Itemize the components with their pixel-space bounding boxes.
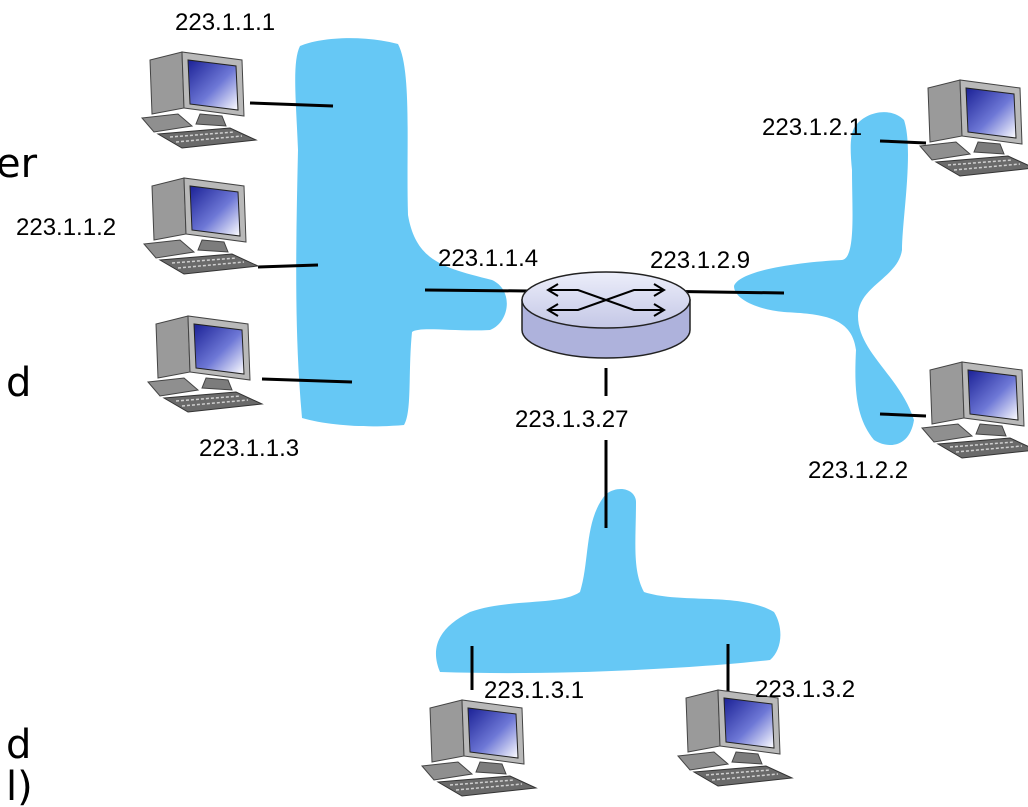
truncated-text-2: d [6,360,31,406]
subnet-3-network [435,488,781,674]
host-address-223-1-2-1: 223.1.2.1 [762,114,862,141]
host-address-223-1-2-2: 223.1.2.2 [808,457,908,484]
computer-icon-host-2 [143,177,259,275]
host-address-223-1-3-1: 223.1.3.1 [484,677,584,704]
host-address-223-1-1-3: 223.1.1.3 [199,435,299,462]
truncated-text-1: er [0,141,38,187]
host-address-223-1-1-2: 223.1.1.2 [16,214,116,241]
computer-icon-host-4 [919,79,1028,177]
router-interface-223-1-3-27: 223.1.3.27 [515,406,628,433]
link-host-1 [249,101,334,108]
host-address-223-1-1-1: 223.1.1.1 [175,9,275,36]
subnet-1-network [295,38,507,427]
subnet-2-network [734,112,914,446]
truncated-text-3: d [6,722,31,768]
link-host-5 [879,412,927,418]
computer-icon-host-6 [421,699,537,797]
computer-icon-host-3 [147,315,263,413]
link-host-2 [257,263,319,269]
router-icon [521,271,691,359]
router-interface-223-1-1-4: 223.1.1.4 [438,245,538,272]
computer-icon-host-7 [677,689,793,787]
link-router-subnet-1 [424,288,529,293]
computer-icon-host-1 [141,51,257,149]
router-interface-223-1-2-9: 223.1.2.9 [650,247,750,274]
link-host-3 [261,377,353,384]
computer-icon-host-5 [921,361,1028,459]
host-address-223-1-3-2: 223.1.3.2 [755,676,855,703]
link-host-4 [879,139,927,145]
truncated-text-4: l) [6,764,33,807]
